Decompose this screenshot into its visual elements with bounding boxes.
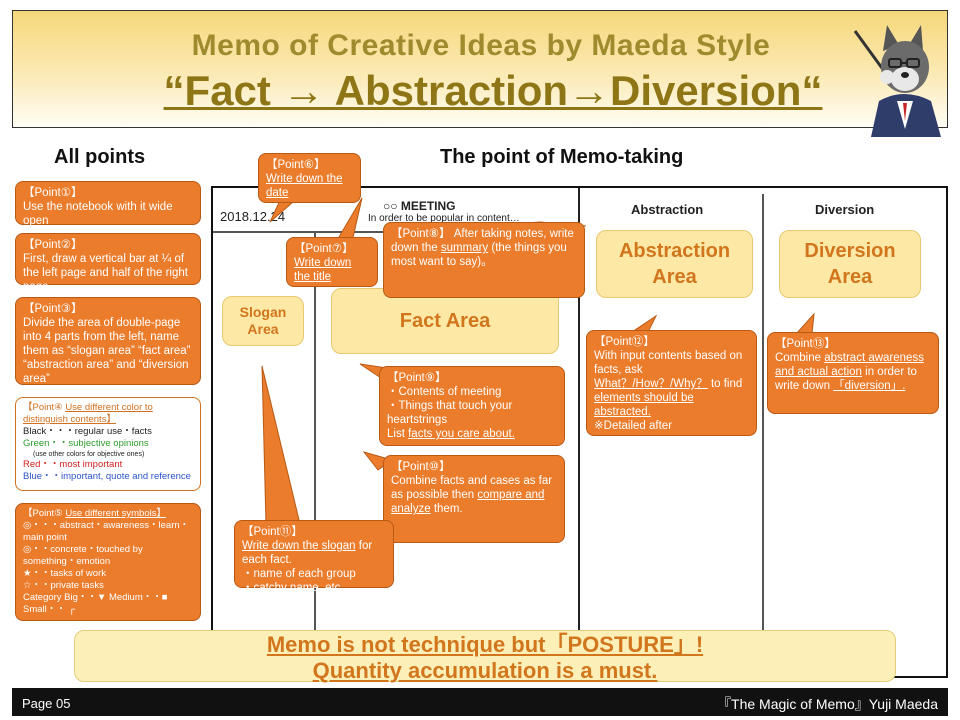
- symbol-rule-6: Small・・ ┌: [23, 604, 76, 615]
- abstraction-area-label: Abstraction Area: [618, 240, 731, 288]
- memo-taking-heading: The point of Memo-taking: [440, 146, 684, 168]
- point-12-callout: 【Point⑫】 With input contents based on fa…: [586, 330, 757, 436]
- point-11-line-2: ・name of each group: [242, 568, 356, 580]
- point-11-link: Write down the slogan: [242, 540, 356, 552]
- point-8-tag: 【Point⑧】: [391, 228, 451, 240]
- point-2-tag: 【Point②】: [23, 239, 83, 251]
- point-5-tag: 【Point⑤: [23, 508, 63, 519]
- point-10-tag: 【Point⑩】: [391, 461, 451, 473]
- point-11-tag: 【Point⑪】: [242, 526, 303, 538]
- point-3-text: Divide the area of double-page into 4 pa…: [23, 317, 191, 385]
- point-12-text: With input contents based on facts, ask: [594, 350, 743, 376]
- slogan-area: Slogan Area: [222, 296, 304, 346]
- point-12-elements: elements should be abstracted.: [594, 392, 694, 418]
- point-8-note: (the things you most want to say)。: [391, 242, 567, 268]
- point-5-note: 【Point⑤ Use different symbols】 ◎・・・abstr…: [15, 503, 201, 621]
- title-line-1: Memo of Creative Ideas by Maeda Style: [191, 29, 771, 62]
- point-9-line-3: List: [387, 428, 405, 440]
- diversion-header: Diversion: [815, 202, 875, 217]
- memo-date: 2018.12.24: [220, 209, 286, 224]
- point-12-tag: 【Point⑫】: [594, 336, 655, 348]
- point-2-text: First, draw a vertical bar at ¼ of the l…: [23, 253, 188, 293]
- point-5-title: Use different symbols】: [65, 508, 166, 519]
- slogan-divider-line: [314, 232, 316, 678]
- title-line-2: “Fact → Abstraction→Diversion“: [163, 67, 823, 114]
- meeting-title: ○○ MEETING: [383, 199, 456, 213]
- point-4-tag: 【Point④: [23, 402, 63, 413]
- symbol-rule-5: Category Big・・▼ Medium・・■: [23, 592, 168, 603]
- point-13-callout: 【Point⑬】 Combine abstract awareness and …: [767, 332, 939, 414]
- symbol-rule-4: ☆・・private tasks: [23, 580, 104, 591]
- point-10-text: Combine facts and cases as far as possib…: [391, 475, 553, 501]
- color-rule-green: Green・・subjective opinions: [23, 438, 149, 449]
- page-gutter-line: [578, 188, 580, 678]
- symbol-rule-2: ◎・・concrete・touched by something・emotion: [23, 544, 143, 567]
- point-9-tag: 【Point⑨】: [387, 372, 447, 384]
- title-banner: Memo of Creative Ideas by Maeda Style “F…: [12, 10, 948, 137]
- fact-area-label: Fact Area: [399, 309, 491, 332]
- point-1-text: Use the notebook with it wide open: [23, 201, 173, 227]
- color-rule-green-note: (use other colors for objective ones): [33, 451, 145, 458]
- color-rule-blue: Blue・・important, quote and reference: [23, 471, 191, 482]
- point-6-callout: 【Point⑥】 Write down the date: [258, 153, 361, 203]
- point-8-callout: 【Point⑧】 After taking notes, write down …: [383, 222, 585, 298]
- point-11-callout: 【Point⑪】 Write down the slogan for each …: [234, 520, 394, 594]
- point-6-tag: 【Point⑥】: [266, 159, 326, 171]
- posture-banner: Memo is not technique but「POSTURE」! Quan…: [74, 630, 896, 683]
- point-4-title: Use different color to distinguish conte…: [23, 402, 153, 425]
- point-11-text: for each fact.: [242, 540, 373, 566]
- wolf-mascot-illustration: [853, 25, 941, 137]
- page-number: Page 05: [22, 696, 71, 711]
- point-10-callout: 【Point⑩】 Combine facts and cases as far …: [383, 455, 565, 543]
- point-6-text: Write down the date: [266, 173, 343, 199]
- point-4-note: 【Point④ Use different color to distingui…: [15, 397, 201, 491]
- point-12-mid: to find: [710, 378, 743, 390]
- fact-area: Fact Area: [331, 288, 559, 354]
- point-13-tag: 【Point⑬】: [775, 338, 836, 350]
- point-12-note: ※Detailed after: [594, 420, 673, 432]
- point-12-questions: What？/How？/Why？: [594, 378, 708, 390]
- point-11-line-3: ・catchy name, etc.: [242, 582, 344, 594]
- diversion-area-label: Diversion Area: [804, 240, 896, 288]
- color-rule-red: Red・・most important: [23, 459, 123, 470]
- point-13-link: abstract awareness and actual action: [775, 352, 924, 378]
- point-9-line-2: ・Things that touch your heartstrings: [387, 400, 513, 426]
- diversion-divider-line: [762, 194, 764, 678]
- abstraction-area: Abstraction Area: [596, 230, 753, 298]
- footer-bar: Page 05 『The Magic of Memo』Yuji Maeda: [12, 688, 948, 716]
- abstraction-header: Abstraction: [631, 202, 704, 217]
- point-7-callout: 【Point⑦】 Write down the title: [286, 237, 378, 287]
- point-3-tag: 【Point③】: [23, 303, 83, 315]
- point-10-post: them.: [433, 503, 463, 515]
- point-13-diversion: 「diversion」.: [833, 380, 906, 392]
- point-7-text: Write down the title: [294, 257, 352, 283]
- slogan-area-label: Slogan Area: [239, 304, 287, 337]
- point-7-tag: 【Point⑦】: [294, 243, 354, 255]
- diversion-area: Diversion Area: [779, 230, 921, 298]
- point-2-note: 【Point②】 First, draw a vertical bar at ¼…: [15, 233, 201, 293]
- point-3-note: 【Point③】 Divide the area of double-page …: [15, 297, 201, 385]
- point-1-tag: 【Point①】: [23, 187, 83, 199]
- symbol-rule-1: ◎・・・abstract・awareness・learn・main point: [23, 520, 190, 543]
- color-rule-black: Black・・・regular use・facts: [23, 426, 152, 437]
- symbol-rule-3: ★・・tasks of work: [23, 568, 106, 579]
- point-9-line-1: ・Contents of meeting: [387, 386, 502, 398]
- point-8-summary: summary: [440, 242, 489, 254]
- meeting-subtitle: In order to be popular in content…: [368, 213, 520, 224]
- book-credit: 『The Magic of Memo』Yuji Maeda: [717, 696, 938, 712]
- point-9-link: facts you care about.: [408, 428, 515, 440]
- all-points-heading: All points: [54, 146, 146, 168]
- point-8-text: After taking notes, write down the: [391, 228, 574, 254]
- point-1-note: 【Point①】 Use the notebook with it wide o…: [15, 181, 201, 227]
- point-13-mid: in order to write down: [775, 366, 917, 392]
- posture-line-2: Quantity accumulation is a must.: [312, 658, 658, 683]
- posture-line-1: Memo is not technique but「POSTURE」!: [266, 632, 704, 657]
- point-9-callout: 【Point⑨】 ・Contents of meeting ・Things th…: [379, 366, 565, 446]
- point-10-link: compare and analyze: [391, 489, 545, 515]
- point-13-text: Combine: [775, 352, 822, 364]
